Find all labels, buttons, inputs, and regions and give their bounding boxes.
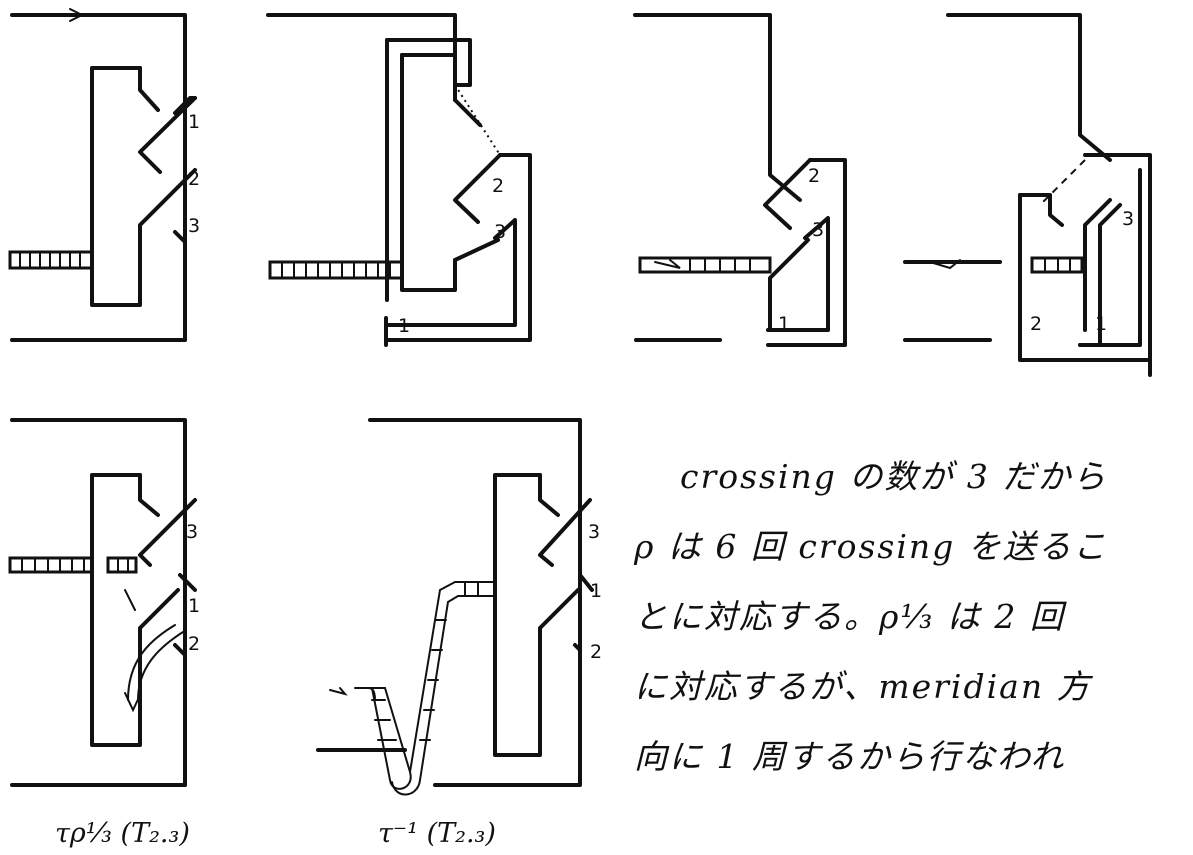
- note-line-2: ρ は 6 回 crossing を送るこ: [634, 527, 1108, 566]
- crossing-label-p2-a: 2: [492, 175, 504, 197]
- panel-6-diagram: 3 1 2 τ⁻¹ (T₂.₃): [316, 418, 602, 849]
- crossing-label-p3-a: 2: [808, 165, 820, 187]
- crossing-label-p6-b: 1: [590, 580, 602, 602]
- note-line-3: とに対応する。ρ⅓ は 2 回: [634, 597, 1065, 636]
- panel-6-caption: τ⁻¹ (T₂.₃): [378, 818, 496, 849]
- crossing-label-p5-c: 2: [188, 633, 200, 655]
- crossing-label-p4-a: 3: [1122, 208, 1134, 230]
- panel-1-diagram: 1 2 3: [8, 8, 200, 342]
- panel-2-diagram: 2 3 1: [266, 13, 532, 347]
- note-line-4: に対応するが、meridian 方: [634, 667, 1092, 706]
- panel-3-diagram: 2 3 1: [633, 13, 847, 347]
- panel-5-diagram: 3 1 2 τρ⅓ (T₂.₃): [8, 418, 200, 849]
- note-line-5: 向に 1 周するから行なわれ: [634, 737, 1066, 776]
- panel-4-diagram: 3 2 1: [903, 13, 1152, 377]
- crossing-label-p3-b: 3: [812, 219, 824, 241]
- crossing-label-p1-c: 3: [188, 215, 200, 237]
- panel-5-caption: τρ⅓ (T₂.₃): [55, 818, 190, 849]
- crossing-label-p2-b: 3: [494, 221, 506, 243]
- crossing-label-p4-b: 2: [1030, 313, 1042, 335]
- crossing-label-p5-a: 3: [186, 521, 198, 543]
- crossing-label-p1-b: 2: [188, 168, 200, 190]
- crossing-label-p6-a: 3: [588, 521, 600, 543]
- crossing-label-p3-c: 1: [778, 313, 790, 335]
- crossing-label-p2-c: 1: [398, 315, 410, 337]
- note-line-1: crossing の数が 3 だから: [680, 457, 1108, 496]
- crossing-label-p1-a: 1: [188, 111, 200, 133]
- crossing-label-p4-c: 1: [1095, 313, 1107, 335]
- crossing-label-p5-b: 1: [188, 595, 200, 617]
- crossing-label-p6-c: 2: [590, 641, 602, 663]
